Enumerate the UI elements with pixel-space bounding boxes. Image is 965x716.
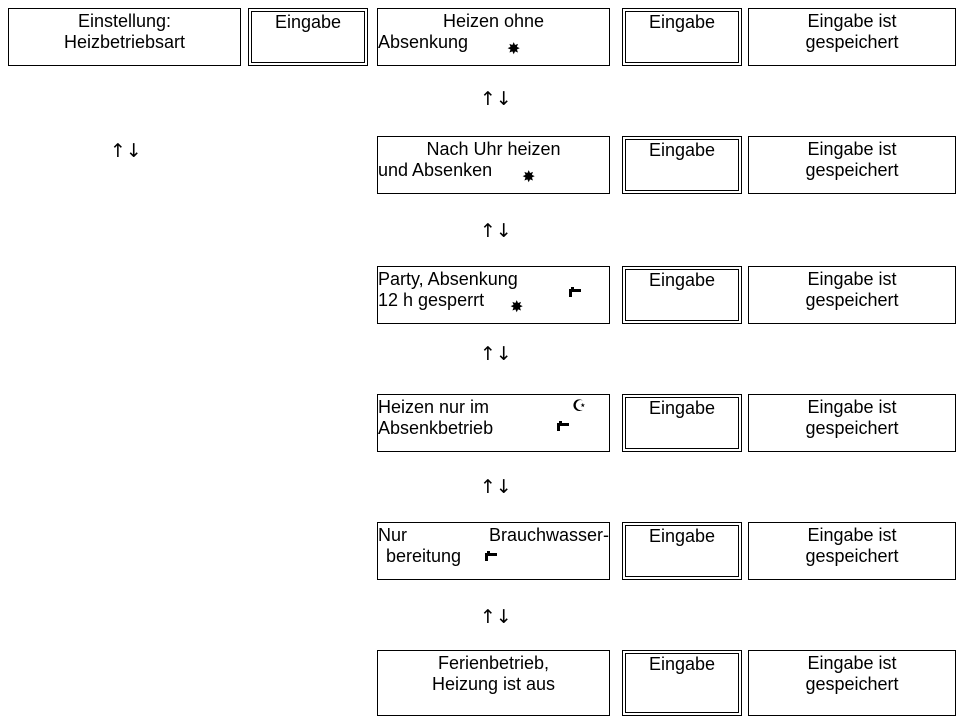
entry-box-3: Eingabe [622, 266, 742, 324]
entry-box-6: Eingabe [622, 650, 742, 716]
mode-box-2: Nach Uhr heizen und Absenken ✸ [377, 136, 610, 194]
tap-icon [556, 418, 569, 431]
entry-box-4: Eingabe [622, 394, 742, 452]
entry-box-1: Eingabe [622, 8, 742, 66]
saved-line-1: Eingabe ist [807, 11, 897, 31]
saved-box-6: Eingabe ist gespeichert [748, 650, 956, 716]
saved-line-1: Eingabe ist [807, 397, 897, 417]
entry-label: Eingabe [274, 12, 342, 32]
mode-2-line-1: Nach Uhr heizen [426, 139, 561, 159]
mode-box-6: Ferienbetrieb, Heizung ist aus [377, 650, 610, 716]
flow-arrow: ↑↓ [480, 606, 512, 628]
saved-box-3: Eingabe ist gespeichert [748, 266, 956, 324]
mode-3-line-2: 12 h gesperrt [378, 290, 485, 310]
setting-box: Einstellung: Heizbetriebsart [8, 8, 241, 66]
saved-box-2: Eingabe ist gespeichert [748, 136, 956, 194]
saved-line-2: gespeichert [805, 290, 899, 310]
saved-line-2: gespeichert [805, 32, 899, 52]
entry-label: Eingabe [648, 398, 716, 418]
entry-label: Eingabe [648, 12, 716, 32]
sun-icon: ✸ [522, 167, 536, 186]
flow-arrow: ↑↓ [480, 88, 512, 110]
mode-box-3: Party, Absenkung 12 h gesperrt ✸ [377, 266, 610, 324]
saved-line-2: gespeichert [805, 546, 899, 566]
mode-5-line-2: bereitung [386, 546, 462, 566]
mode-4-line-2: Absenkbetrieb [378, 418, 494, 438]
entry-label: Eingabe [648, 526, 716, 546]
mode-box-5: Nur Brauchwasser- bereitung [377, 522, 610, 580]
saved-line-1: Eingabe ist [807, 139, 897, 159]
saved-line-2: gespeichert [805, 418, 899, 438]
saved-box-5: Eingabe ist gespeichert [748, 522, 956, 580]
entry-box-5: Eingabe [622, 522, 742, 580]
tap-icon [484, 548, 497, 561]
sun-icon: ✸ [507, 39, 521, 58]
saved-line-2: gespeichert [805, 674, 899, 694]
entry-label: Eingabe [648, 270, 716, 290]
mode-5-line-1a: Nur [378, 525, 408, 545]
left-arrow: ↑↓ [110, 140, 142, 162]
sun-icon: ✸ [510, 297, 524, 316]
entry-label: Eingabe [648, 140, 716, 160]
entry-box-2: Eingabe [622, 136, 742, 194]
mode-6-line-2: Heizung ist aus [431, 674, 556, 694]
saved-box-1: Eingabe ist gespeichert [748, 8, 956, 66]
mode-box-4: Heizen nur im Absenkbetrieb ☪ [377, 394, 610, 452]
mode-1-line-1: Heizen ohne [442, 11, 545, 31]
mode-5-line-1b: Brauchwasser- [488, 525, 609, 545]
mode-6-line-1: Ferienbetrieb, [437, 653, 550, 673]
mode-5-line-1: Nur Brauchwasser- [378, 525, 609, 546]
mode-3-line-1: Party, Absenkung [378, 269, 518, 289]
saved-line-1: Eingabe ist [807, 525, 897, 545]
flow-arrow: ↑↓ [480, 476, 512, 498]
saved-line-1: Eingabe ist [807, 653, 897, 673]
mode-4-line-1: Heizen nur im [378, 397, 490, 417]
flow-arrow: ↑↓ [480, 220, 512, 242]
moon-icon: ☪ [572, 396, 587, 415]
saved-box-4: Eingabe ist gespeichert [748, 394, 956, 452]
entry-box-setting: Eingabe [248, 8, 368, 66]
mode-1-line-2: Absenkung [378, 32, 469, 52]
setting-line-2: Heizbetriebsart [63, 32, 186, 52]
flow-arrow: ↑↓ [480, 343, 512, 365]
saved-line-2: gespeichert [805, 160, 899, 180]
entry-label: Eingabe [648, 654, 716, 674]
mode-2-line-2: und Absenken [378, 160, 493, 180]
mode-box-1: Heizen ohne Absenkung ✸ [377, 8, 610, 66]
saved-line-1: Eingabe ist [807, 269, 897, 289]
tap-icon [568, 284, 581, 297]
setting-line-1: Einstellung: [77, 11, 172, 31]
